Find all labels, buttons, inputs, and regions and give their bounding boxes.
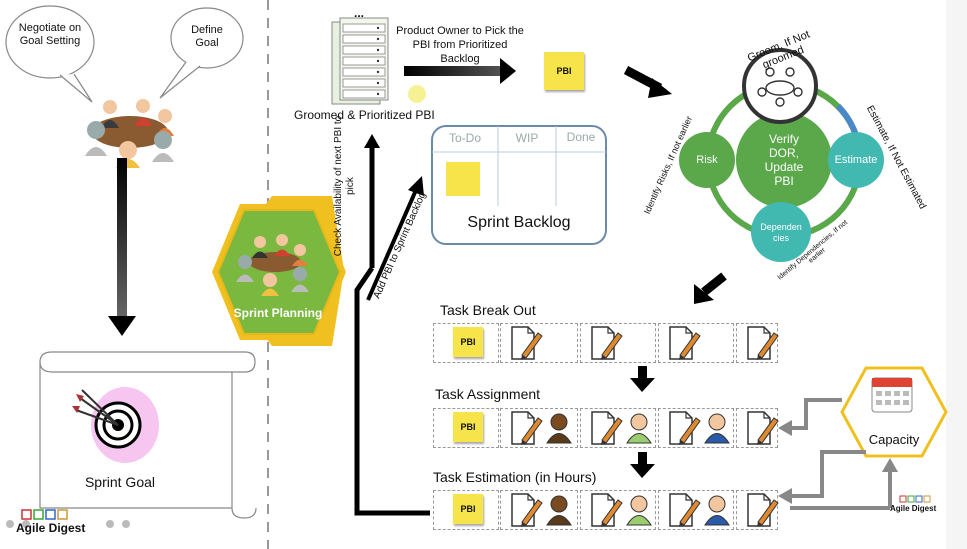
task-cell [580, 408, 656, 448]
pbi-note: PBI [453, 412, 483, 442]
assignee-avatar-icon [546, 413, 572, 444]
capacity-label: Capacity [868, 432, 920, 447]
server-dots: ... [354, 6, 365, 20]
capacity-hexagon [840, 366, 948, 458]
task-cell [500, 408, 578, 448]
task-document-icon [511, 493, 543, 527]
pbi-note: PBI [453, 494, 483, 524]
pbi-cell [433, 490, 499, 530]
estimate-to-capacity-arrow [882, 458, 898, 472]
down-arrow-1 [630, 378, 655, 392]
task-document-icon [747, 493, 779, 527]
column-done: Done [566, 130, 596, 144]
task-cell [500, 323, 578, 363]
assignee-avatar-icon [546, 495, 572, 526]
target-icon [72, 387, 159, 463]
sprint-backlog-board [431, 125, 607, 245]
sprint-planning-label: Sprint Planning [233, 306, 323, 320]
cursor-highlight [408, 85, 426, 103]
sprint-goal-label: Sprint Goal [84, 474, 156, 490]
add-pbi-arrow-head [408, 176, 424, 196]
check-availability-arrow-head [364, 134, 380, 148]
task-cell [736, 490, 778, 530]
task-document-icon [669, 326, 701, 360]
assignee-avatar-icon [626, 495, 652, 526]
goal-arrow-head [108, 316, 136, 336]
product-owner-text: Product Owner to Pick the PBI from Prior… [396, 25, 524, 65]
goal-arrow-shaft [117, 158, 127, 318]
task-cell [658, 490, 734, 530]
task-document-icon [511, 326, 543, 360]
task-document-icon [747, 411, 779, 445]
task-document-icon [591, 411, 623, 445]
task-cell [658, 323, 734, 363]
assignee-avatar-icon [704, 413, 730, 444]
column-wip: WIP [515, 131, 539, 145]
node-estimate: Estimate [834, 154, 878, 166]
server-rack-icon [331, 17, 389, 105]
pbi-note: PBI [453, 327, 483, 357]
task-estimation-title: Task Estimation (in Hours) [433, 469, 597, 485]
capacity-to-assign-arrow [778, 420, 792, 436]
groomed-prioritized-label: Groomed & Prioritized PBI [294, 108, 435, 122]
agile-digest-logo-right [899, 495, 931, 503]
task-document-icon [669, 411, 701, 445]
thought-bubble-negotiate [5, 5, 95, 103]
thought-bubble-define [159, 7, 244, 99]
sprint-backlog-title: Sprint Backlog [467, 214, 571, 231]
dor-center-label: Verify DOR, Update PBI [764, 132, 804, 188]
pbi-cell [433, 323, 499, 363]
playback-controls [6, 520, 130, 528]
task-cell [580, 323, 656, 363]
task-document-icon [747, 326, 779, 360]
groom-meeting-icon [757, 67, 803, 107]
task-cell [580, 490, 656, 530]
assignee-avatar-icon [704, 495, 730, 526]
task-cell [736, 408, 778, 448]
node-dependencies: Dependen cies [760, 222, 802, 243]
pbi-cell [433, 408, 499, 448]
task-document-icon [591, 493, 623, 527]
agile-digest-logo-left [21, 509, 68, 520]
loop-back-line [354, 266, 430, 516]
check-availability-label: Check Availability of next PBI to pick [333, 115, 356, 257]
dor-cycle [679, 48, 884, 262]
pick-arrow-shaft [404, 66, 504, 76]
task-cell [658, 408, 734, 448]
assignee-avatar-icon [626, 413, 652, 444]
bubble-define-text: Define Goal [191, 24, 223, 49]
to-cycle-arrow [648, 78, 672, 98]
node-risk: Risk [696, 154, 718, 166]
brand-right: Agile Digest [890, 504, 937, 513]
sprint-planning-hexagon [212, 196, 346, 346]
bubble-negotiate-text: Negotiate on Goal Setting [18, 22, 82, 47]
capacity-to-estimate-arrow [778, 488, 792, 504]
task-document-icon [669, 493, 701, 527]
column-todo: To-Do [448, 131, 481, 145]
pbi-sticky-note: PBI [544, 52, 584, 90]
brand-left: Agile Digest [16, 521, 86, 535]
meeting-people-icon [85, 99, 174, 168]
task-assignment-title: Task Assignment [435, 386, 541, 402]
task-document-icon [511, 411, 543, 445]
down-arrow-2 [630, 464, 655, 478]
task-document-icon [591, 326, 623, 360]
task-cell [736, 323, 778, 363]
task-cell [500, 490, 578, 530]
to-tasks-arrow [694, 284, 714, 304]
task-breakout-title: Task Break Out [440, 302, 536, 318]
